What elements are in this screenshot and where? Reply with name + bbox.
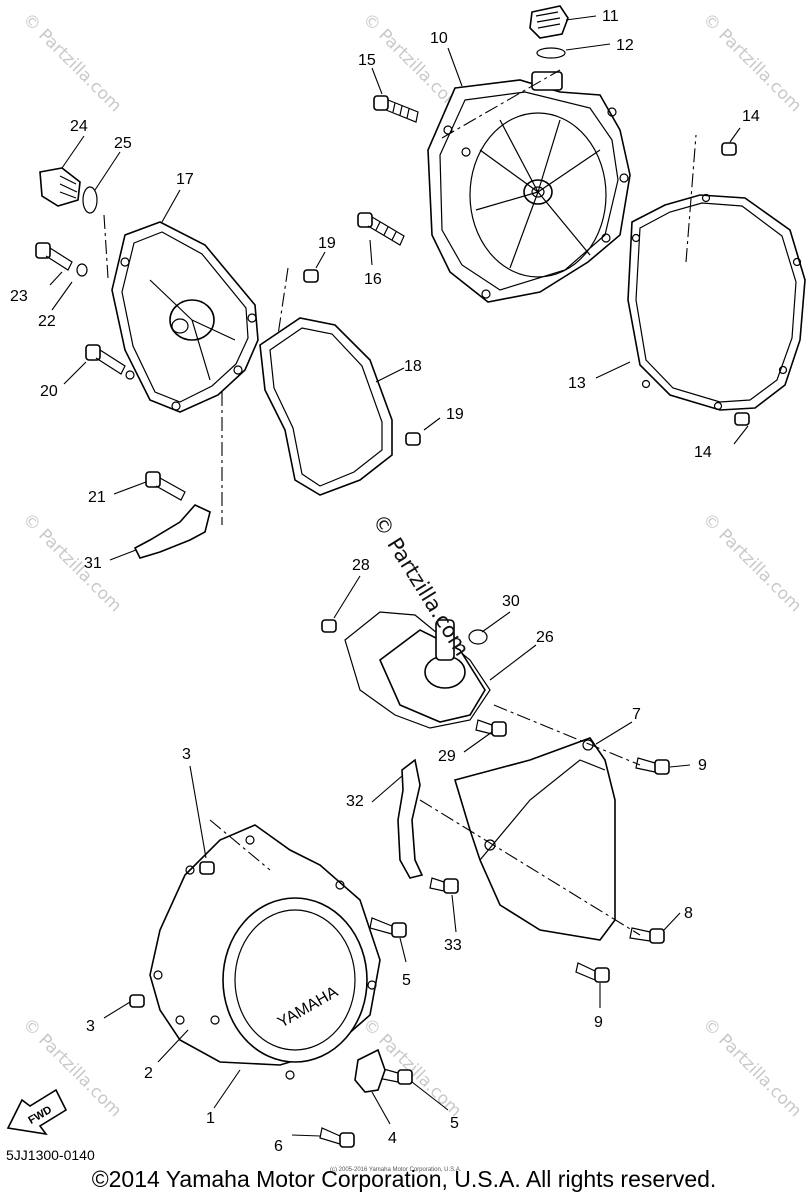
callout-number: 8 [684, 905, 693, 922]
leader-lines [49, 15, 749, 1137]
callout-number: 18 [404, 358, 422, 375]
callout-number: 21 [88, 489, 106, 506]
callout-number: 30 [502, 593, 520, 610]
callout-number: 9 [698, 757, 707, 774]
dowel-pin [734, 412, 750, 426]
pickup-cover-gasket [259, 317, 393, 496]
centerlines [103, 69, 697, 936]
callout-number: 28 [352, 557, 370, 574]
callout-number: 2 [144, 1065, 153, 1082]
callout-number: 5 [450, 1115, 459, 1132]
dowel-pin [405, 432, 421, 446]
callout-number: 33 [444, 937, 462, 954]
watermark: © Partzilla.com [698, 9, 805, 116]
plug [39, 167, 98, 214]
sprocket-cover [453, 737, 616, 941]
callout-number: 14 [694, 444, 712, 461]
callout-number: 10 [430, 30, 448, 47]
callout-number: 4 [388, 1130, 397, 1147]
bolt [357, 95, 419, 246]
dowel-pin [199, 861, 215, 875]
copyright-footer: ©2014 Yamaha Motor Corporation, U.S.A. A… [91, 1166, 717, 1192]
callout-number: 23 [10, 288, 28, 305]
clutch-cover [427, 71, 631, 303]
oil-filler-cap [529, 5, 569, 59]
callout-number: 32 [346, 793, 364, 810]
gear-cover-assembly [321, 611, 507, 737]
callout-number: 6 [274, 1138, 283, 1155]
callout-number: 19 [318, 235, 336, 252]
callout-labels: 11 12 10 15 14 24 25 17 19 16 23 22 18 1… [10, 8, 760, 1155]
callout-number: 3 [86, 1018, 95, 1035]
watermark: © Partzilla.com [698, 509, 805, 616]
callout-number: 29 [438, 748, 456, 765]
callout-number: 22 [38, 313, 56, 330]
callout-number: 7 [632, 706, 641, 723]
callout-number: 19 [446, 406, 464, 423]
callout-number: 31 [84, 555, 102, 572]
callout-number: 15 [358, 52, 376, 69]
bolt [35, 242, 186, 501]
callout-number: 11 [602, 8, 619, 25]
watermark: © Partzilla.com [698, 1014, 805, 1121]
bolt [319, 917, 413, 1148]
callout-number: 14 [742, 108, 760, 125]
callout-number: 25 [114, 135, 132, 152]
diagram-code: 5JJ1300-0140 [6, 1147, 95, 1163]
callout-number: 1 [206, 1110, 215, 1127]
callout-number: 13 [568, 375, 586, 392]
callout-number: 9 [594, 1014, 603, 1031]
bolt [429, 757, 670, 983]
callout-number: 17 [176, 171, 194, 188]
callout-number: 24 [70, 118, 88, 135]
watermark: © Partzilla.com [18, 509, 125, 616]
generator-cover: YAMAHA [149, 824, 381, 1080]
tiny-copyright-note: (c) 2005-2016 Yamaha Motor Corporation, … [330, 1167, 462, 1173]
callout-number: 12 [616, 37, 634, 54]
dowel-pin [129, 994, 145, 1008]
callout-number: 3 [182, 746, 191, 763]
callout-number: 26 [536, 629, 554, 646]
dowel-pin [721, 142, 737, 156]
callout-number: 5 [402, 972, 411, 989]
pickup-cover [111, 221, 259, 413]
dowel-pin [303, 269, 319, 283]
clip [354, 1048, 386, 1093]
bracket [133, 504, 211, 559]
forward-arrow-icon: FWD [6, 1088, 68, 1136]
watermark: © Partzilla.com [18, 9, 125, 116]
clutch-cover-gasket [627, 193, 806, 411]
bracket [397, 758, 424, 879]
callout-number: 16 [364, 271, 382, 288]
callout-number: 20 [40, 383, 58, 400]
